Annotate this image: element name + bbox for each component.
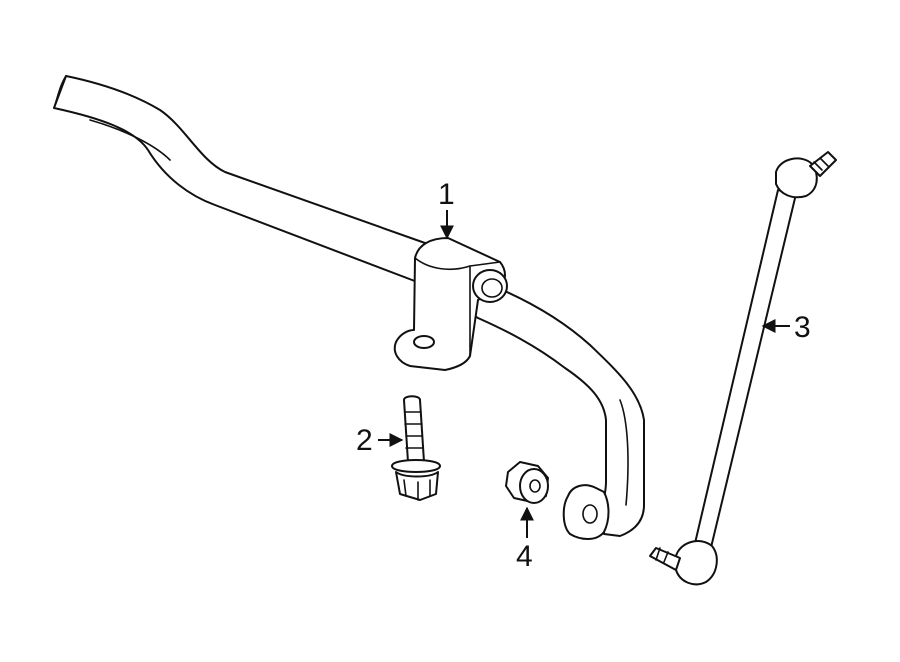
- callout-1: 1: [438, 178, 455, 240]
- bar-end-eye: [562, 484, 610, 540]
- callout-2: 2: [356, 424, 404, 457]
- callout-1-label: 1: [438, 178, 455, 211]
- callout-4: 4: [516, 506, 534, 573]
- callout-3-label: 3: [794, 311, 811, 344]
- bushing-bracket: [393, 237, 508, 371]
- nut: [505, 461, 549, 504]
- callout-3: 3: [761, 311, 811, 344]
- stabilizer-bar: [53, 75, 645, 537]
- callout-2-label: 2: [356, 424, 373, 457]
- callout-4-label: 4: [516, 540, 533, 573]
- stabilizer-link: [649, 151, 837, 586]
- bolt: [391, 395, 441, 501]
